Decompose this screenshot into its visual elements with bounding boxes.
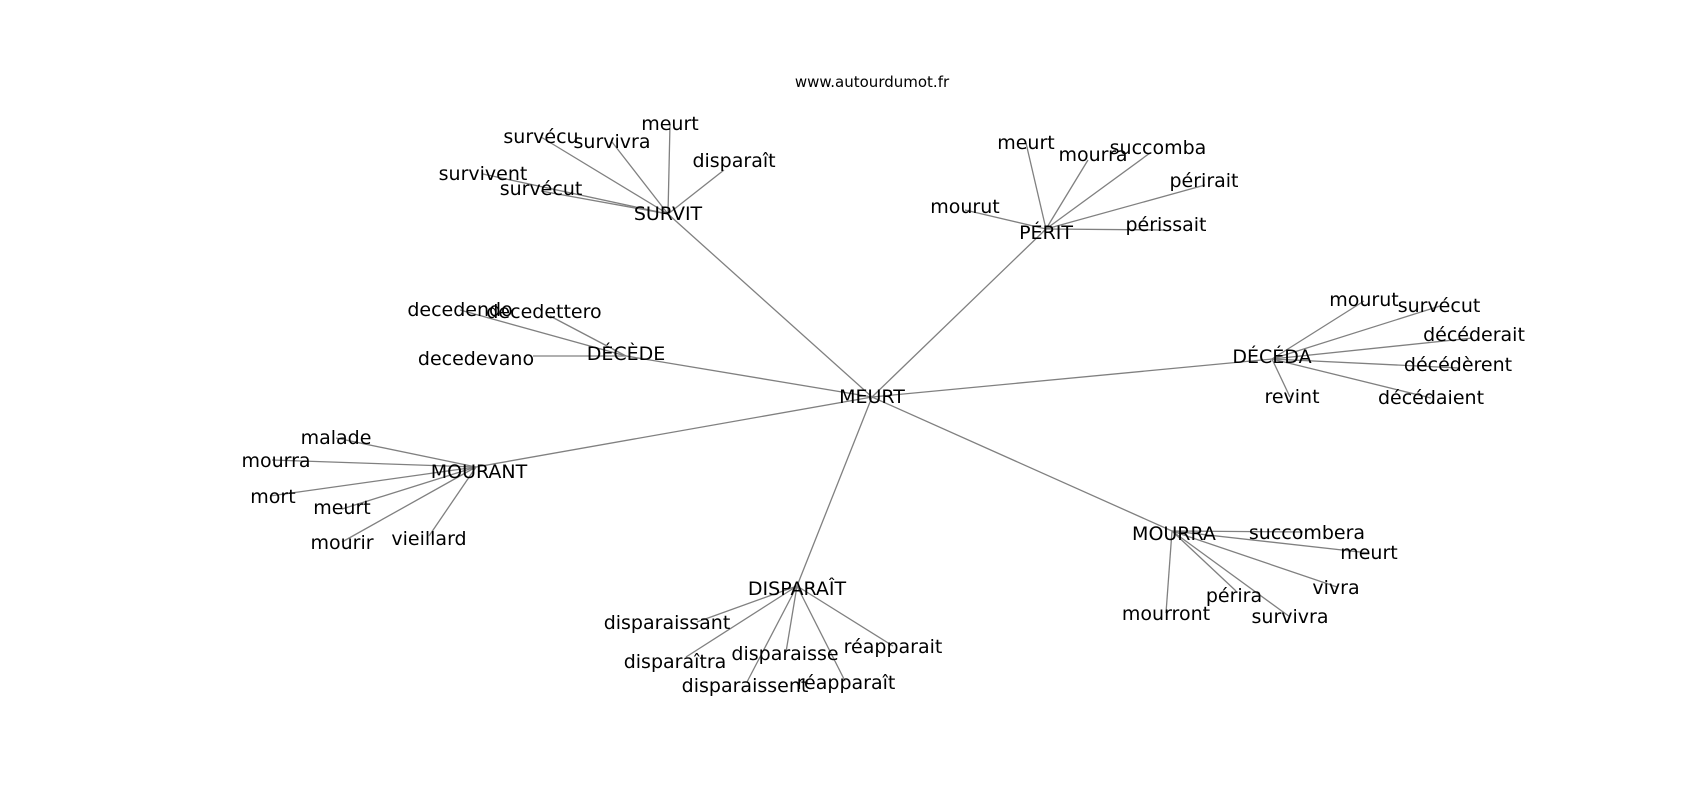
word-node: décéderait — [1423, 324, 1525, 346]
hub-word-edge — [271, 459, 477, 468]
hub-word-edge — [1025, 142, 1047, 230]
word-node: mourra — [1058, 144, 1127, 166]
center-hub-edge — [871, 358, 1273, 398]
word-node: disparaîtra — [624, 651, 727, 673]
hub-word-edge — [1271, 358, 1432, 399]
hub-word-edge — [611, 141, 669, 215]
hub-word-edge — [482, 173, 669, 215]
word-node: decedettero — [486, 301, 601, 323]
word-node: decedendo — [407, 299, 512, 321]
hub-word-edge — [549, 315, 627, 357]
hub-word-edge — [785, 585, 798, 653]
word-node: malade — [301, 427, 372, 449]
word-node: vivra — [1312, 577, 1359, 599]
word-node: mort — [250, 486, 295, 508]
hub-word-edge — [459, 309, 627, 357]
hub-word-edge — [1045, 184, 1206, 230]
word-node: réapparait — [844, 636, 943, 658]
hub-word-edge — [428, 466, 477, 537]
hub-word-edge — [1271, 358, 1460, 369]
word-node: périssait — [1125, 214, 1206, 236]
word-node: mourut — [930, 196, 999, 218]
word-node: survécut — [500, 178, 583, 200]
hub-word-edge — [1165, 530, 1173, 614]
source-label: www.autourdumot.fr — [795, 73, 950, 91]
word-node: revint — [1264, 386, 1319, 408]
hub-word-edge — [964, 209, 1047, 230]
word-node: vieillard — [391, 528, 466, 550]
center-node: MEURT — [839, 386, 905, 408]
hub-node: DÉCÉDA — [1232, 345, 1311, 368]
center-hub-edge — [625, 355, 873, 398]
hub-word-edge — [1171, 530, 1237, 592]
word-node: survivra — [574, 131, 651, 153]
hub-word-edge — [1171, 530, 1291, 618]
hub-word-edge — [796, 585, 846, 682]
word-node: survécut — [1398, 295, 1481, 317]
hub-word-edge — [1271, 337, 1474, 360]
word-node: périra — [1206, 585, 1262, 607]
word-node: survivent — [439, 163, 528, 185]
center-hub-edge — [871, 396, 1173, 532]
hub-node: SURVIT — [634, 203, 703, 225]
hub-node: PÉRIT — [1019, 221, 1073, 244]
word-node: survivra — [1252, 606, 1329, 628]
word-node: succombera — [1249, 522, 1365, 544]
word-node: décédaient — [1378, 387, 1484, 409]
word-node: mourir — [310, 532, 373, 554]
hub-word-edge — [796, 585, 894, 647]
word-node: périrait — [1169, 170, 1238, 192]
word-node: disparaisse — [731, 643, 838, 665]
hub-word-edge — [1171, 530, 1370, 554]
word-node: disparaît — [692, 150, 775, 172]
hub-word-edge — [540, 190, 669, 215]
center-hub-edge — [475, 396, 873, 468]
word-node: disparaissant — [604, 612, 731, 634]
hub-word-edge — [335, 437, 477, 468]
hub-word-edge — [1271, 300, 1365, 360]
hub-word-edge — [1045, 159, 1089, 230]
center-hub-edge — [667, 213, 873, 398]
word-node: mourut — [1329, 289, 1398, 311]
hub-word-edge — [1171, 530, 1338, 588]
word-node: mourra — [241, 450, 310, 472]
word-node: meurt — [1340, 542, 1398, 564]
hub-node: DÉCÈDE — [587, 342, 666, 365]
word-node: décédèrent — [1404, 354, 1512, 376]
hub-word-edge — [1271, 305, 1441, 360]
word-node: meurt — [641, 113, 699, 135]
hub-word-edge — [685, 585, 798, 658]
hub-word-edge — [341, 466, 477, 510]
hub-word-edge — [1045, 228, 1166, 231]
graph-edges — [269, 123, 1474, 683]
hub-word-edge — [667, 169, 725, 215]
hub-word-edge — [540, 136, 669, 215]
hub-word-edge — [1045, 152, 1151, 230]
word-node: succomba — [1110, 137, 1207, 159]
hub-node: DISPARAÎT — [748, 577, 847, 600]
hub-word-edge — [1271, 358, 1291, 398]
hub-word-edge — [746, 585, 798, 683]
hub-word-edge — [667, 123, 671, 215]
word-node: disparaissent — [682, 675, 809, 697]
center-hub-edge — [871, 228, 1047, 398]
hub-node: MOURRA — [1132, 523, 1216, 545]
hub-word-edge — [696, 585, 798, 623]
word-node: survécu — [503, 126, 578, 148]
word-node: decedevano — [418, 348, 534, 370]
graph-labels: www.autourdumot.fr MEURT meurtsurvécusur… — [241, 73, 1524, 697]
word-node: mourront — [1122, 603, 1210, 625]
word-node: réapparaît — [797, 672, 896, 694]
hub-node: MOURANT — [431, 461, 528, 483]
word-node: meurt — [313, 497, 371, 519]
center-hub-edge — [796, 396, 873, 587]
hub-word-edge — [1171, 530, 1304, 533]
word-node: meurt — [997, 132, 1055, 154]
hub-word-edge — [269, 466, 477, 497]
hub-word-edge — [341, 466, 477, 543]
